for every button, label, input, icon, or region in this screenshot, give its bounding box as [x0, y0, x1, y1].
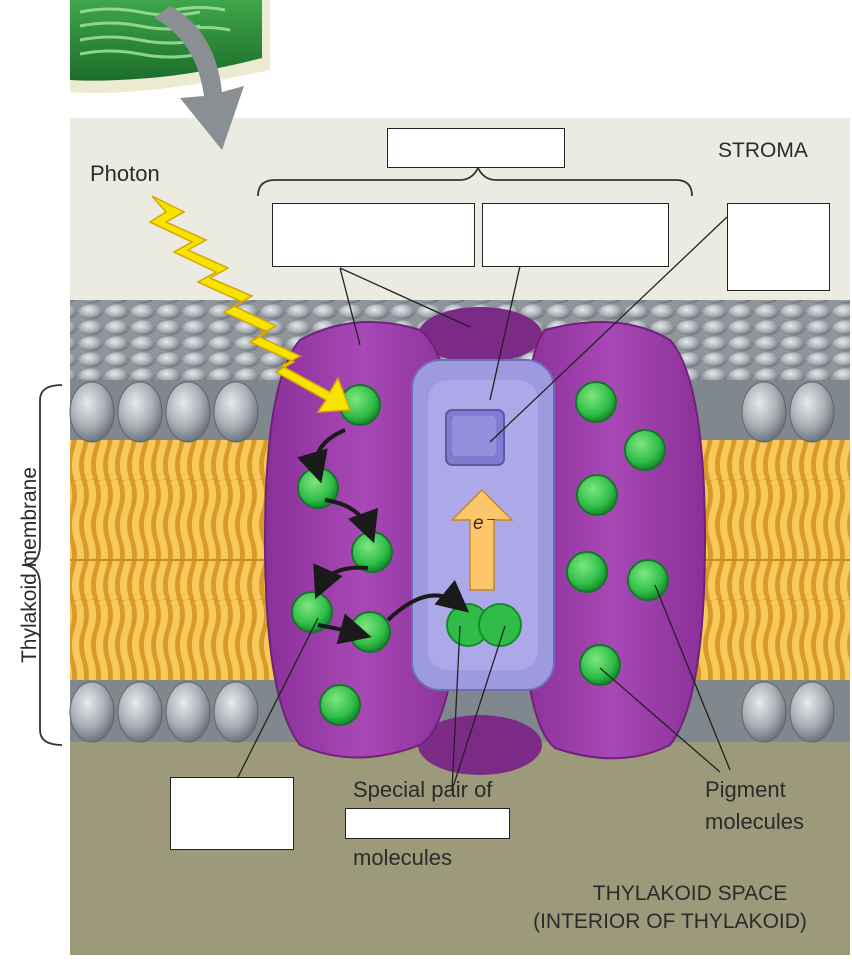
- electron-arrow: [450, 488, 514, 591]
- blank-box-acceptor[interactable]: [727, 203, 830, 291]
- complex-bracket: [257, 165, 693, 197]
- pigment-label-line2: molecules: [705, 809, 805, 834]
- lipid-head: [69, 381, 115, 443]
- lipid-head-spheres: [69, 381, 835, 743]
- photon-lightning: [148, 195, 352, 413]
- leader-lines: [237, 216, 731, 791]
- photon-label: Photon: [90, 161, 160, 186]
- electron-label: e⁻: [473, 513, 494, 534]
- pigment-molecule: [624, 429, 666, 471]
- pigment-label-line1: Pigment: [705, 777, 786, 802]
- lipid-head: [213, 681, 259, 743]
- pigment-molecule: [579, 644, 621, 686]
- thylakoid-membrane-label: Thylakoid membrane: [18, 466, 41, 664]
- lipid-head: [741, 681, 787, 743]
- lipid-head: [117, 681, 163, 743]
- blank-box-photosystem[interactable]: [387, 128, 565, 168]
- zoom-arrow: [154, 6, 244, 150]
- lipid-head: [213, 381, 259, 443]
- thylakoid-space-label-line2: (INTERIOR OF THYLAKOID): [533, 910, 807, 933]
- pigment-molecule: [291, 591, 333, 633]
- energy-transfer-arrows: [296, 428, 470, 645]
- lipid-head: [789, 381, 835, 443]
- lipid-head: [789, 681, 835, 743]
- pigment-molecule: [627, 559, 669, 601]
- lipid-head: [117, 381, 163, 443]
- thylakoid-space-label-line1: THYLAKOID SPACE: [592, 882, 788, 905]
- special-pair-label-line1: Special pair of: [353, 777, 493, 802]
- blank-box-chlorophyll[interactable]: [170, 777, 294, 850]
- special-pair-label-line2: molecules: [353, 845, 453, 870]
- pigment-molecule: [575, 381, 617, 423]
- pigment-molecule: [566, 551, 608, 593]
- special-pair: [446, 603, 522, 647]
- blank-box-special-pair[interactable]: [345, 808, 510, 839]
- pigment-molecule: [576, 474, 618, 516]
- lipid-head: [165, 381, 211, 443]
- stroma-label: STROMA: [718, 139, 808, 162]
- lipid-head: [741, 381, 787, 443]
- lipid-head: [165, 681, 211, 743]
- lipid-head: [69, 681, 115, 743]
- blank-box-complex-left[interactable]: [272, 203, 475, 267]
- blank-box-complex-center[interactable]: [482, 203, 669, 267]
- membrane-brace: [21, 384, 63, 746]
- pigment-molecule: [319, 684, 361, 726]
